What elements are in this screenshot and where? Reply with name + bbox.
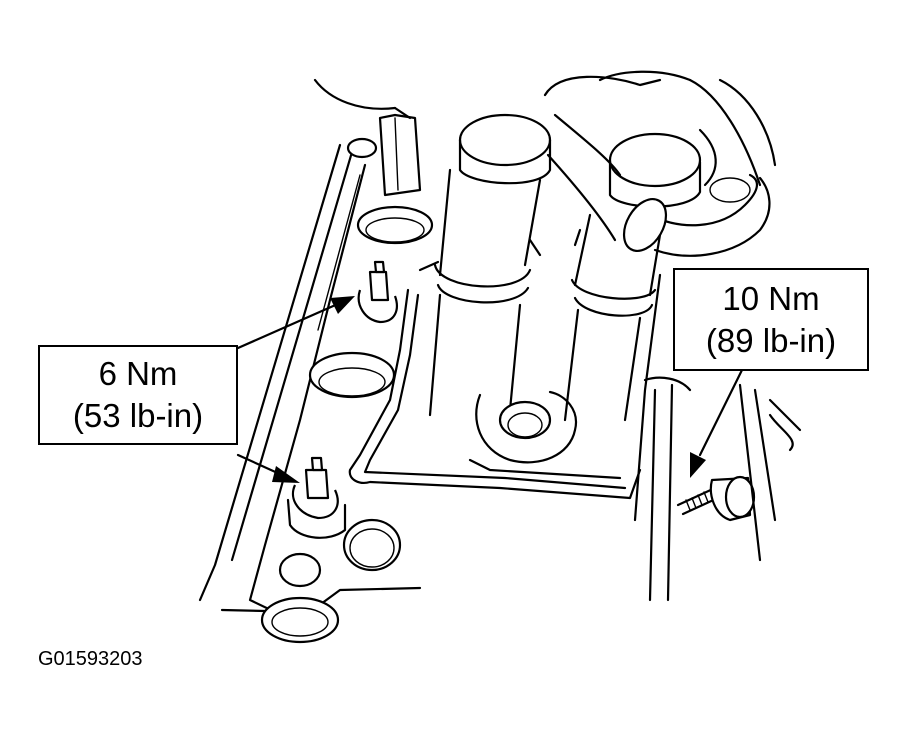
upper-bracket <box>346 113 422 197</box>
callout-arrows <box>236 296 744 483</box>
vertical-tubes <box>428 113 702 422</box>
arrow-head-right-stud <box>690 452 706 478</box>
arrow-head-lower-bolt <box>272 466 300 483</box>
cover-gasket-outline <box>348 260 692 602</box>
torque-value-left: 6 Nm <box>98 355 178 392</box>
torque-alt-left: (53 lb-in) <box>72 397 204 434</box>
upper-left-bolt <box>357 260 398 324</box>
torque-alt-right: (89 lb-in) <box>705 321 837 359</box>
figure-id: G01593203 <box>38 648 143 670</box>
right-stud <box>676 383 802 562</box>
plug-openings <box>260 205 434 644</box>
upper-hose-assembly <box>313 70 777 257</box>
torque-value-right: 10 Nm <box>722 279 820 317</box>
arrow-head-upper-bolt <box>330 296 355 314</box>
center-boss <box>468 390 622 480</box>
torque-callout-right: 10 Nm (89 lb-in) <box>673 268 869 371</box>
lower-left-bolt <box>286 456 347 539</box>
torque-callout-left: 6 Nm (53 lb-in) <box>38 345 238 445</box>
